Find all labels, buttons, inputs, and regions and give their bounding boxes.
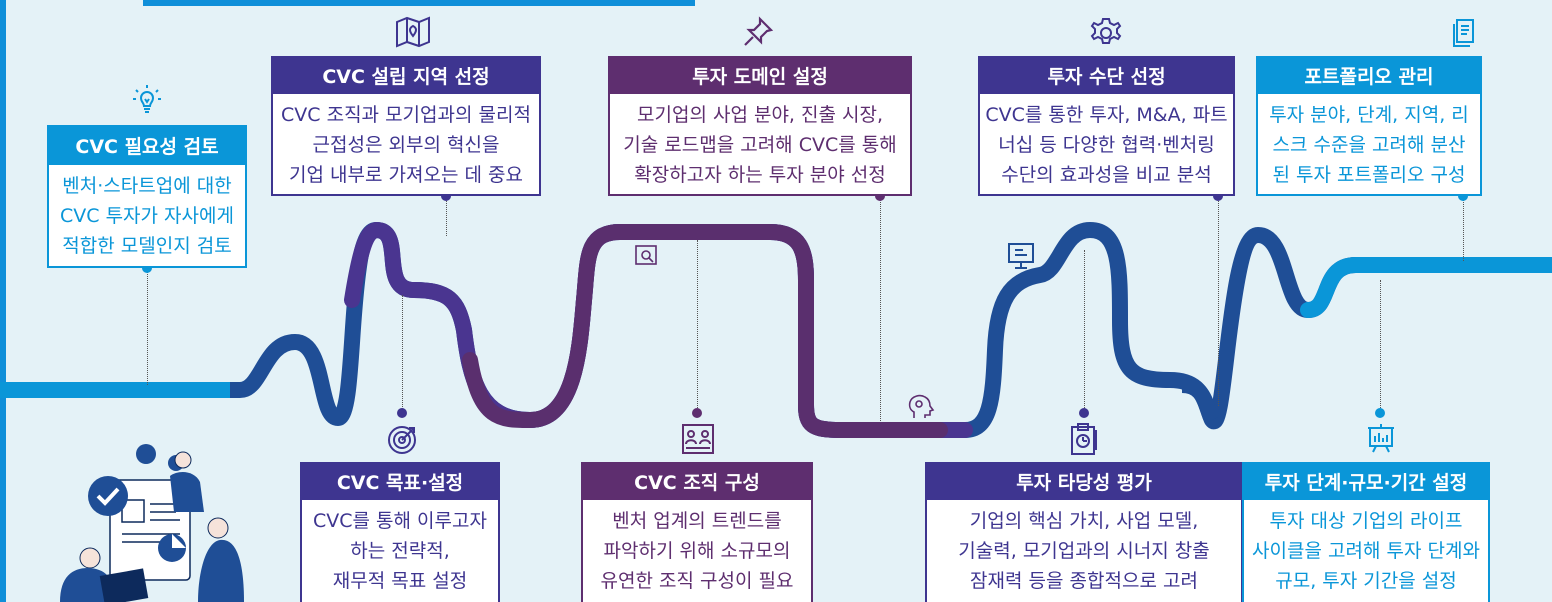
- connector-dot: [397, 408, 407, 418]
- gear-icon: [1089, 16, 1123, 54]
- step-title: 투자 타당성 평가: [925, 462, 1243, 500]
- connector-line: [1084, 250, 1085, 412]
- map-icon: [395, 16, 431, 52]
- step-card-feasibility: 투자 타당성 평가 기업의 핵심 가치, 사업 모델,기술력, 모기업과의 시너…: [925, 462, 1243, 602]
- left-accent-bar: [0, 0, 6, 602]
- connector-line: [1463, 196, 1464, 261]
- connector-line: [1380, 280, 1381, 410]
- connector-dot: [1213, 191, 1223, 201]
- chart-board-icon: [1366, 422, 1396, 458]
- target-icon: [385, 422, 419, 460]
- connector-line: [880, 196, 881, 421]
- connector-dot: [1375, 408, 1385, 418]
- connector-dot: [1458, 191, 1468, 201]
- connector-line: [446, 196, 447, 236]
- step-title: 포트폴리오 관리: [1256, 56, 1482, 94]
- step-title: 투자 단계·규모·기간 설정: [1242, 462, 1490, 500]
- team-icon: [681, 422, 715, 460]
- connector-dot: [142, 263, 152, 273]
- step-title: CVC 필요성 검토: [47, 125, 247, 165]
- connector-dot: [692, 408, 702, 418]
- team-collaboration-illustration: [50, 438, 250, 602]
- presentation-icon: [1006, 241, 1036, 275]
- step-title: 투자 도메인 설정: [608, 56, 912, 94]
- lightbulb-icon: [132, 84, 162, 118]
- connector-dot: [1079, 408, 1089, 418]
- step-title: 투자 수단 선정: [978, 56, 1235, 94]
- step-title: CVC 설립 지역 선정: [271, 56, 541, 94]
- connector-dot: [875, 191, 885, 201]
- pin-icon: [742, 16, 774, 52]
- step-card-domain: 투자 도메인 설정 모기업의 사업 분야, 진출 시장,기술 로드맵을 고려해 …: [608, 56, 912, 196]
- step-title: CVC 조직 구성: [581, 462, 813, 500]
- connector-line: [147, 268, 148, 385]
- monitor-search-icon: [634, 243, 660, 273]
- connector-line: [697, 240, 698, 410]
- brain-gear-icon: [906, 392, 936, 426]
- top-accent-bar: [143, 0, 695, 6]
- connector-line: [1218, 196, 1219, 406]
- clipboard-icon: [1068, 422, 1100, 460]
- step-title: CVC 목표·설정: [300, 462, 500, 500]
- document-icon: [1452, 18, 1478, 52]
- connector-line: [402, 295, 403, 413]
- connector-dot: [441, 191, 451, 201]
